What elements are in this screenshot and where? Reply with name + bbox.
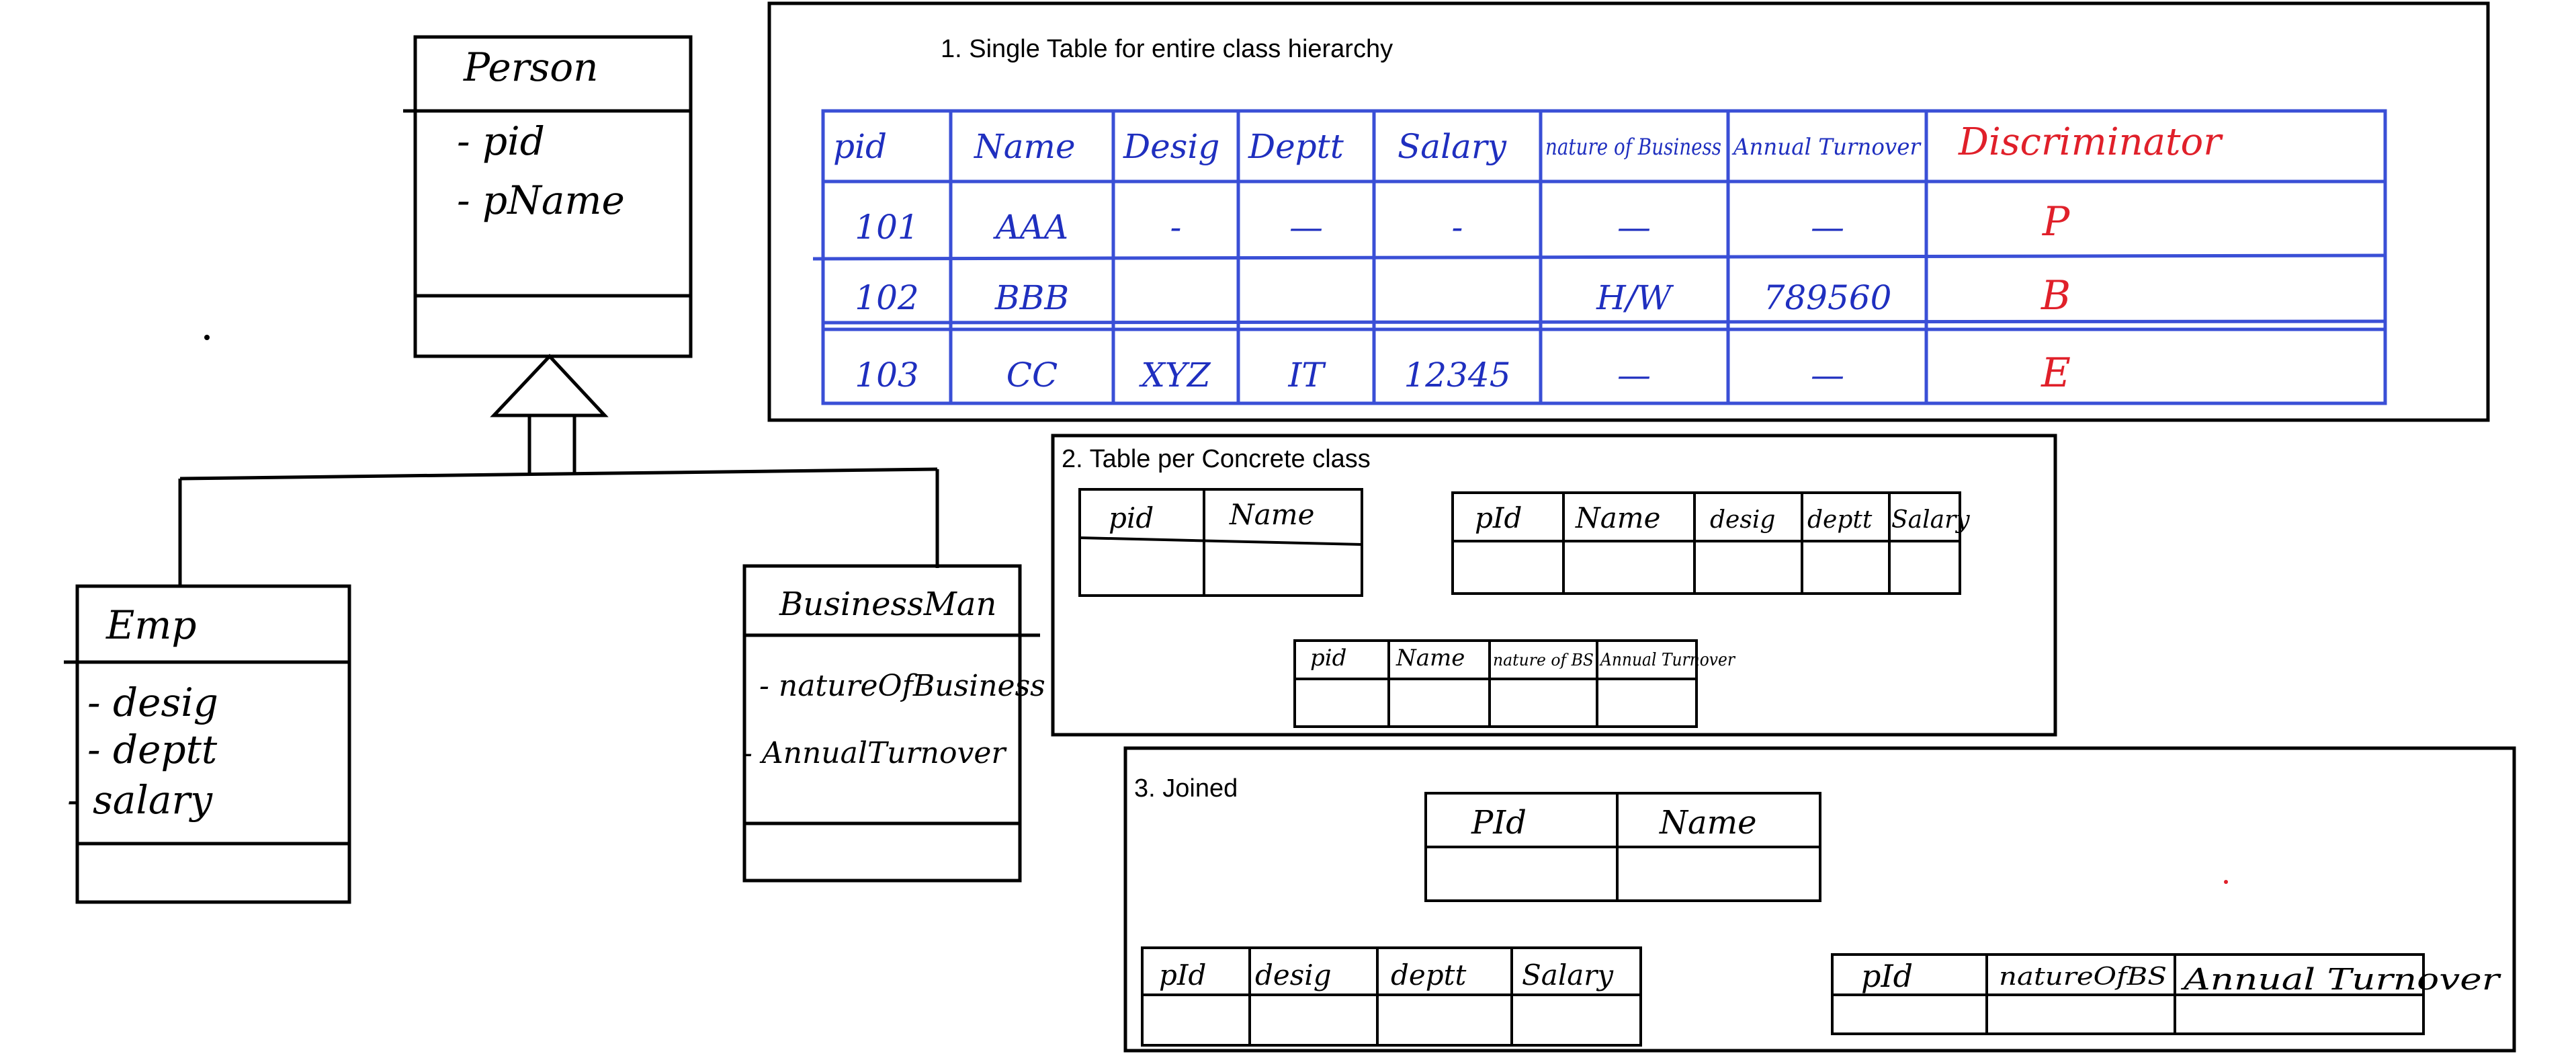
single-table xyxy=(812,109,2387,405)
s3-bm-header-nature: natureOfBS xyxy=(1999,963,2167,991)
s2-bm-header-name: Name xyxy=(1396,645,1465,672)
s2-emp-header-desig: desig xyxy=(1710,506,1775,534)
s3-emp-header-salary: Salary xyxy=(1522,959,1614,991)
section2-title: 2. Table per Concrete class xyxy=(1062,445,1371,473)
s2-bm-header-turnover: Annual Turnover xyxy=(1599,650,1735,670)
businessman-attr-nature: - natureOfBusiness xyxy=(759,669,1045,703)
s3-person-table xyxy=(1424,792,1821,902)
s3-businessman-table xyxy=(1831,953,2425,1035)
s2-person-table xyxy=(1078,488,1363,597)
header-nature: nature of Business xyxy=(1545,134,1721,161)
person-class-box xyxy=(403,35,693,358)
s3-bm-header-turnover: Annual Turnover xyxy=(2180,963,2502,997)
cell: — xyxy=(1617,208,1651,247)
s2-businessman-table xyxy=(1293,639,1698,728)
uml-diagram xyxy=(64,35,1040,904)
cell: BBB xyxy=(994,278,1069,317)
header-desig: Desig xyxy=(1123,127,1219,166)
s3-bm-header-pid: pId xyxy=(1861,958,1913,994)
stray-dot xyxy=(204,335,210,340)
s2-emp-header-name: Name xyxy=(1575,501,1660,534)
person-attr-pname: - pName xyxy=(457,177,625,223)
single-table-headers: pid Name Desig Deptt Salary nature of Bu… xyxy=(833,120,2223,166)
inheritance-connectors xyxy=(178,467,939,585)
emp-attr-salary: - salary xyxy=(67,777,213,823)
cell: — xyxy=(1617,356,1651,395)
header-turnover: Annual Turnover xyxy=(1731,134,1922,161)
section2-panel: 2. Table per Concrete class xyxy=(1051,434,2057,737)
header-salary: Salary xyxy=(1398,127,1507,166)
s2-person-header-name: Name xyxy=(1229,498,1314,531)
s2-headers: pid Name pId Name desig deptt Salary pid… xyxy=(1109,498,1970,672)
cell: IT xyxy=(1287,356,1326,395)
uml-text: Person - pid - pName Emp - desig - deptt… xyxy=(67,44,1045,823)
section1-panel: 1. Single Table for entire class hierarc… xyxy=(767,1,2490,422)
section3-title: 3. Joined xyxy=(1134,774,1238,803)
cell: XYZ xyxy=(1138,356,1211,395)
cell: - xyxy=(1452,208,1463,247)
cell: 789560 xyxy=(1764,278,1892,317)
s2-emp-header-pid: pId xyxy=(1475,501,1522,534)
cell: H/W xyxy=(1596,278,1674,317)
emp-class-box xyxy=(64,584,351,904)
s2-bm-header-nature: nature of BS xyxy=(1493,651,1594,670)
cell: 103 xyxy=(855,356,918,395)
s3-emp-header-desig: desig xyxy=(1255,959,1332,991)
cell: 12345 xyxy=(1404,356,1510,395)
businessman-class-name: BusinessMan xyxy=(779,585,996,623)
header-name: Name xyxy=(974,127,1076,166)
businessman-attr-turnover: - AnnualTurnover xyxy=(742,736,1007,770)
cell: E xyxy=(2041,350,2071,397)
section1-title: 1. Single Table for entire class hierarc… xyxy=(941,35,1393,63)
s3-person-header-pid: PId xyxy=(1471,804,1527,842)
s3-emp-header-pid: pId xyxy=(1159,959,1206,991)
stray-red-dot xyxy=(2224,880,2228,884)
cell: - xyxy=(1170,208,1182,247)
s3-headers: PId Name pId desig deptt Salary pId natu… xyxy=(1159,804,2502,997)
person-class-name: Person xyxy=(463,44,599,90)
inheritance-arrow xyxy=(490,354,609,474)
cell: P xyxy=(2042,198,2071,245)
cell: AAA xyxy=(993,208,1068,247)
person-attr-pid: - pid xyxy=(457,118,545,164)
s2-emp-header-salary: Salary xyxy=(1891,506,1970,534)
businessman-class-box xyxy=(742,564,1040,883)
s2-emp-header-deptt: deptt xyxy=(1807,506,1873,534)
cell: 101 xyxy=(855,208,918,247)
header-deptt: Deptt xyxy=(1248,127,1344,166)
header-discriminator: Discriminator xyxy=(1958,120,2223,164)
header-pid: pid xyxy=(833,127,887,166)
s2-emp-table xyxy=(1451,491,1961,595)
cell: 102 xyxy=(855,278,918,317)
s3-person-header-name: Name xyxy=(1659,804,1757,842)
section3-panel: 3. Joined xyxy=(1123,746,2516,1053)
s2-bm-header-pid: pid xyxy=(1310,645,1346,672)
cell: — xyxy=(1289,208,1323,247)
s3-emp-header-deptt: deptt xyxy=(1391,959,1467,991)
cell: B xyxy=(2041,272,2071,319)
s3-emp-table xyxy=(1141,946,1642,1047)
cell: CC xyxy=(1006,356,1058,395)
s2-person-header-pid: pid xyxy=(1109,501,1154,534)
emp-class-name: Emp xyxy=(105,602,196,648)
emp-attr-desig: - desig xyxy=(87,680,218,725)
single-table-cells: 101 AAA - — - — — P 102 BBB H/W 789560 B… xyxy=(855,198,2071,397)
cell: — xyxy=(1811,356,1844,395)
emp-attr-deptt: - deptt xyxy=(87,727,218,772)
cell: — xyxy=(1811,208,1844,247)
